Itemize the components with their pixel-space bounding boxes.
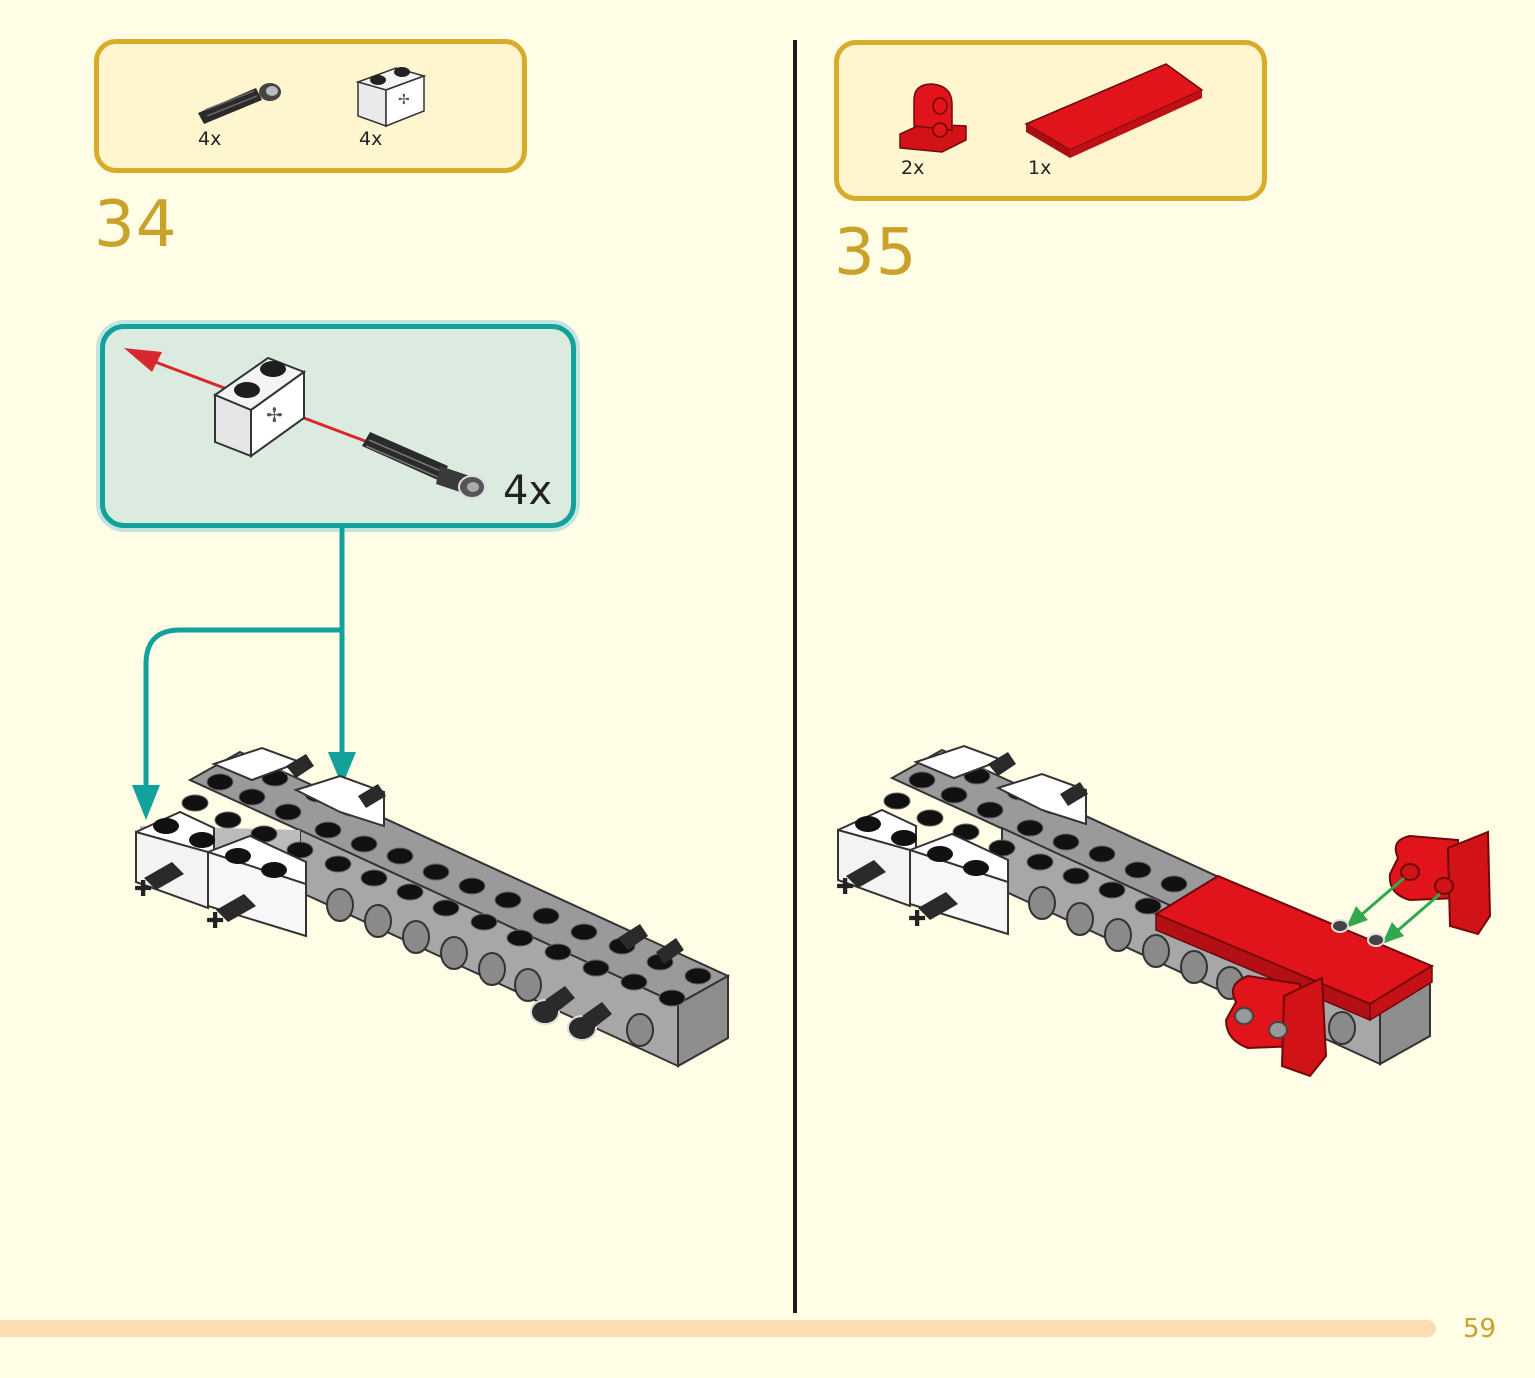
callout-connector bbox=[143, 528, 345, 790]
step-35-part-1-qty: 2x bbox=[901, 157, 925, 179]
red-angle-beam bbox=[1224, 974, 1328, 1078]
page-number: 59 bbox=[1463, 1314, 1497, 1344]
brick-with-axle-hole-icon: ✢ bbox=[355, 67, 427, 128]
step-35-number: 35 bbox=[834, 216, 918, 290]
step-34-parts-box bbox=[94, 39, 527, 173]
insertion-arrow-icon bbox=[1346, 876, 1441, 944]
pin-icon bbox=[1331, 919, 1385, 947]
svg-text:✚: ✚ bbox=[134, 877, 152, 902]
svg-text:✚: ✚ bbox=[908, 907, 926, 932]
red-angle-beam-icon bbox=[899, 83, 967, 153]
svg-text:✚: ✚ bbox=[836, 875, 854, 900]
step-34-number: 34 bbox=[94, 188, 178, 262]
step-35-part-2-qty: 1x bbox=[1028, 157, 1052, 179]
red-tile-plate-icon bbox=[1024, 63, 1204, 158]
svg-text:✢: ✢ bbox=[266, 403, 283, 427]
footer-bar bbox=[0, 1320, 1436, 1337]
step-34-part-1-qty: 4x bbox=[198, 128, 222, 150]
svg-text:✢: ✢ bbox=[398, 92, 410, 108]
step-34-callout bbox=[100, 324, 576, 528]
down-arrow-icon bbox=[132, 785, 160, 820]
white-bricks: ✚ ✚ bbox=[836, 744, 1088, 936]
svg-text:✚: ✚ bbox=[206, 909, 224, 934]
axle-pin-icon bbox=[362, 432, 486, 499]
down-arrow-icon bbox=[328, 752, 356, 786]
brick-with-axle-hole-icon: ✢ bbox=[212, 356, 307, 458]
axle-pin-icon bbox=[198, 83, 281, 124]
page-divider bbox=[793, 40, 797, 1313]
step-34-callout-qty: 4x bbox=[503, 468, 553, 514]
red-angle-beam bbox=[1388, 830, 1492, 936]
white-bricks: ✚ ✚ bbox=[134, 746, 386, 938]
step-34-part-2-qty: 4x bbox=[359, 128, 383, 150]
